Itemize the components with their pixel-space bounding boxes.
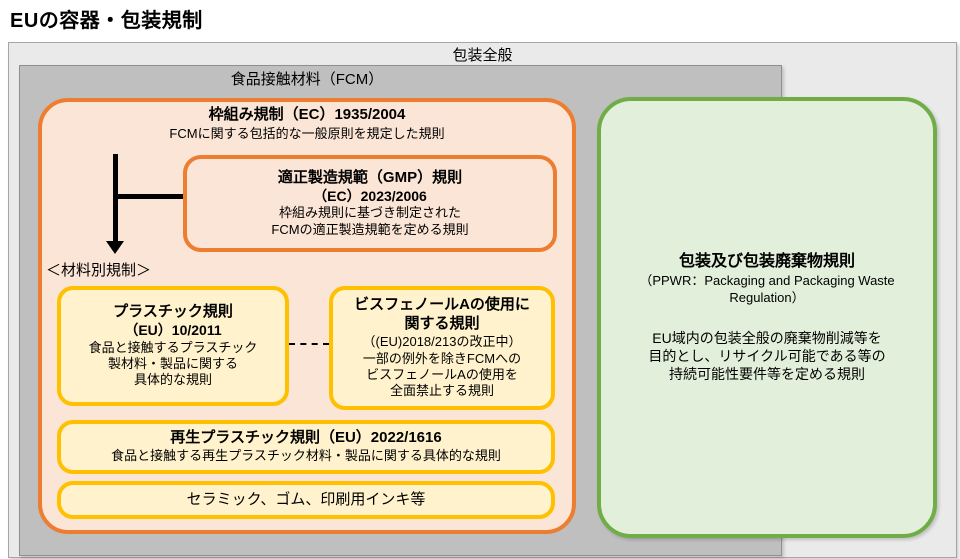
ppwr-title: 包装及び包装廃棄物規則 [678, 253, 855, 271]
bpa-desc-line2: 一部の例外を除きFCMへの [362, 350, 522, 366]
framework-regulation-title: 枠組み規制（EC）1935/2004 [208, 106, 406, 123]
framework-regulation-box: 枠組み規制（EC）1935/2004 FCMに関する包括的な一般原則を規定した規… [38, 98, 576, 534]
plastic-number: （EU）10/2011 [124, 322, 222, 339]
recycled-title: 再生プラスチック規則（EU）2022/1616 [170, 429, 442, 447]
packaging-general-label: 包装全般 [452, 47, 513, 64]
bpa-desc-line3: ビスフェノールAの使用を [366, 366, 518, 382]
bpa-title-line1: ビスフェノールAの使用に [354, 296, 530, 314]
ceramic-rubber-ink-box: セラミック、ゴム、印刷用インキ等 [57, 481, 555, 519]
framework-regulation-desc: FCMに関する包括的な一般原則を規定した規則 [169, 126, 445, 141]
ppwr-desc-line2: 目的とし、リサイクル可能である等の [648, 347, 886, 364]
bpa-desc-line4: 全面禁止する規則 [389, 383, 494, 399]
gmp-number: （EC）2023/2006 [313, 187, 427, 204]
food-contact-materials-label: 食品接触材料（FCM） [230, 71, 384, 88]
ceramic-label: セラミック、ゴム、印刷用インキ等 [186, 490, 426, 508]
plastic-regulation-box: プラスチック規則 （EU）10/2011 食品と接触するプラスチック 製材料・製… [57, 286, 289, 406]
plastic-desc-line1: 食品と接触するプラスチック [88, 339, 258, 355]
plastic-desc-line3: 具体的な規則 [133, 372, 212, 388]
gmp-desc-line1: 枠組み規則に基づき制定された [278, 205, 461, 221]
ppwr-desc-line1: EU域内の包装全般の廃棄物削減等を [652, 329, 882, 346]
branch-connector-line [115, 194, 183, 199]
ppwr-desc-line3: 持続可能性要件等を定める規則 [669, 366, 865, 383]
bisphenol-a-regulation-box: ビスフェノールAの使用に 関する規則 （(EU)2018/213の改正中） 一部… [329, 286, 555, 410]
ppwr-subtitle-line2: Regulation） [729, 290, 805, 306]
gmp-desc-line2: FCMの適正製造規範を定める規則 [271, 222, 469, 238]
ppwr-subtitle-line1: （PPWR：Packaging and Packaging Waste [639, 273, 895, 289]
ppwr-regulation-box: 包装及び包装廃棄物規則 （PPWR：Packaging and Packagin… [597, 97, 937, 538]
material-specific-regulations-label: ＜材料別規制＞ [46, 262, 152, 279]
page-title: EUの容器・包装規制 [10, 10, 203, 32]
packaging-general-box: 包装全般 食品接触材料（FCM） 枠組み規制（EC）1935/2004 FCMに… [8, 42, 957, 558]
recycled-desc: 食品と接触する再生プラスチック材料・製品に関する具体的な規則 [111, 448, 501, 464]
plastic-title: プラスチック規則 [113, 303, 233, 321]
bpa-title-line2: 関する規則 [404, 315, 480, 333]
bpa-desc-line1: （(EU)2018/213の改正中） [362, 334, 522, 350]
down-arrow-head-icon [106, 241, 124, 254]
recycled-plastic-regulation-box: 再生プラスチック規則（EU）2022/1616 食品と接触する再生プラスチック材… [57, 420, 555, 474]
gmp-regulation-box: 適正製造規範（GMP）規則 （EC）2023/2006 枠組み規則に基づき制定さ… [183, 155, 557, 252]
dashed-connector-line [289, 343, 329, 345]
gmp-title: 適正製造規範（GMP）規則 [277, 169, 463, 187]
plastic-desc-line2: 製材料・製品に関する [107, 356, 238, 372]
